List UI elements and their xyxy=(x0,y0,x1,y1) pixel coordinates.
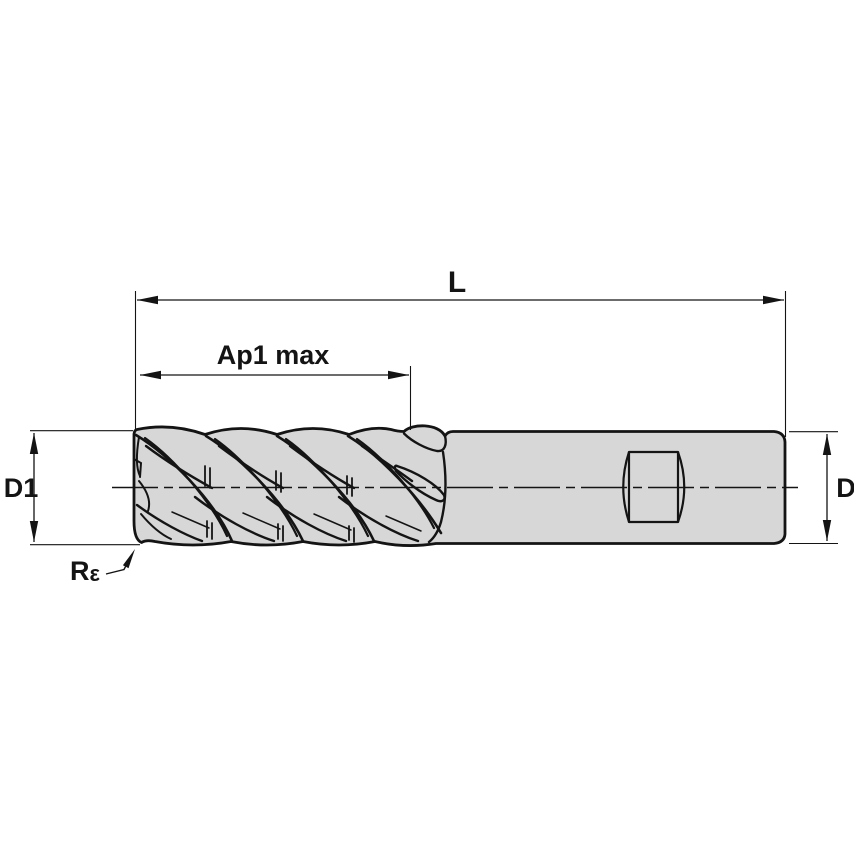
arrow-left xyxy=(140,370,161,380)
dim-label-ap1max: Ap1 max xyxy=(217,340,330,370)
flute-secondary-edges xyxy=(143,436,436,538)
arrow-right xyxy=(763,295,784,305)
dim-shank-diameter: D xyxy=(789,431,854,545)
dim-label-d: D xyxy=(836,473,854,503)
flute-runout xyxy=(393,432,447,544)
corner-radius-base-label: R xyxy=(70,556,90,586)
dim-cutting-length: Ap1 max xyxy=(140,340,412,430)
tool-body xyxy=(132,424,787,547)
arrow-down xyxy=(822,520,832,541)
arrow-up xyxy=(822,434,832,455)
tip-details xyxy=(133,436,172,540)
dim-cutter-diameter: D1 xyxy=(4,430,140,546)
dim-label-d1: D1 xyxy=(4,473,39,503)
flute-accent-lines xyxy=(171,511,422,532)
corner-radius-sub-label: ε xyxy=(90,561,101,586)
dim-label-L: L xyxy=(448,266,466,299)
flute-pattern xyxy=(133,432,447,544)
tool-silhouette xyxy=(132,424,787,547)
arrow-left xyxy=(137,295,158,305)
arrow-down xyxy=(29,521,39,542)
flute-lower-sweeps xyxy=(135,495,420,543)
corner-radius-callout: Rε xyxy=(70,549,135,586)
flute-upper-sweeps xyxy=(144,444,414,490)
arrow-up xyxy=(29,433,39,454)
dim-overall-length: L xyxy=(134,266,787,437)
leader-arrow xyxy=(122,549,135,569)
dim-label-re: Rε xyxy=(70,556,101,586)
arrow-right xyxy=(388,370,409,380)
